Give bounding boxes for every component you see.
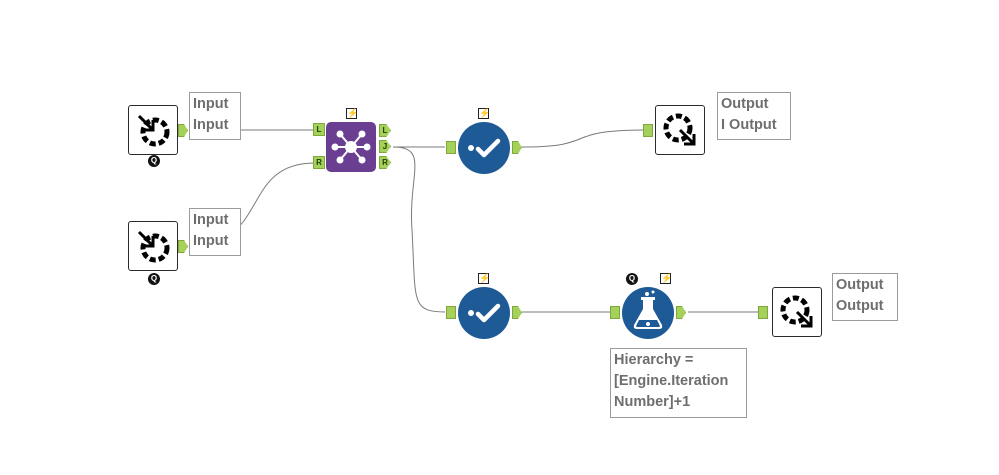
checkmark-icon bbox=[468, 138, 501, 158]
bolt-icon: ⚡ bbox=[346, 108, 359, 119]
bolt-icon: ⚡ bbox=[478, 273, 491, 284]
select1-output-anchor[interactable] bbox=[512, 141, 522, 154]
select1-input-anchor[interactable] bbox=[446, 141, 456, 154]
input2-output-anchor[interactable] bbox=[178, 240, 188, 253]
output1-annotation: Output I Output bbox=[717, 92, 791, 140]
macro-input-icon bbox=[137, 114, 170, 147]
join-right-input-anchor[interactable]: R bbox=[313, 156, 325, 169]
formula-output-anchor[interactable] bbox=[676, 306, 686, 319]
select2-input-anchor[interactable] bbox=[446, 306, 456, 319]
join-right-output-anchor[interactable]: R bbox=[379, 156, 391, 169]
output1-input-anchor[interactable] bbox=[643, 124, 653, 137]
bolt-icon: ⚡ bbox=[660, 273, 673, 284]
bolt-icon: ⚡ bbox=[478, 108, 491, 119]
output2-input-anchor[interactable] bbox=[758, 306, 768, 319]
formula-tool[interactable] bbox=[622, 287, 674, 339]
output-macro-tool-1[interactable] bbox=[655, 105, 705, 155]
question-badge: Q bbox=[148, 155, 160, 167]
input1-annotation: Input Input bbox=[189, 92, 241, 140]
macro-output-icon bbox=[663, 113, 696, 146]
question-badge: Q bbox=[148, 273, 160, 285]
connection-join-select2 bbox=[392, 146, 446, 313]
macro-input-icon bbox=[137, 230, 170, 263]
input1-output-anchor[interactable] bbox=[178, 124, 188, 137]
select-tool-1[interactable] bbox=[458, 122, 510, 174]
question-badge: Q bbox=[626, 273, 638, 285]
connection-select1-output1 bbox=[521, 129, 646, 148]
output-macro-tool-2[interactable] bbox=[772, 287, 822, 337]
join-joined-output-anchor[interactable]: J bbox=[379, 140, 391, 153]
join-network-icon bbox=[331, 130, 371, 164]
flask-icon bbox=[633, 290, 663, 329]
output2-annotation: Output Output bbox=[832, 273, 898, 321]
formula-input-anchor[interactable] bbox=[610, 306, 620, 319]
input-macro-tool-1[interactable] bbox=[128, 105, 178, 155]
select2-output-anchor[interactable] bbox=[512, 306, 522, 319]
macro-output-icon bbox=[780, 295, 813, 328]
checkmark-icon bbox=[468, 303, 501, 323]
formula-annotation: Hierarchy = [Engine.Iteration Number]+1 bbox=[610, 348, 747, 418]
input-macro-tool-2[interactable] bbox=[128, 221, 178, 271]
input2-annotation: Input Input bbox=[189, 208, 241, 256]
join-left-input-anchor[interactable]: L bbox=[313, 123, 325, 136]
join-left-output-anchor[interactable]: L bbox=[379, 124, 391, 137]
join-tool[interactable] bbox=[326, 122, 376, 172]
select-tool-2[interactable] bbox=[458, 287, 510, 339]
